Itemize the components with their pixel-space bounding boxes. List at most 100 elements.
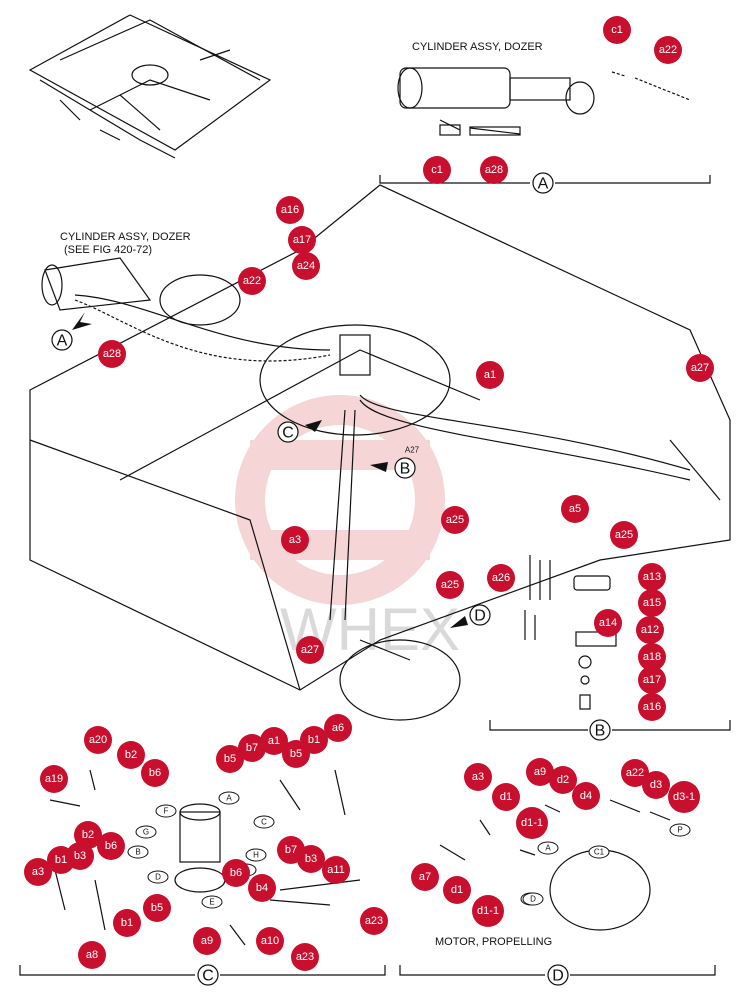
callout-label: b5 [151, 902, 163, 914]
tag-oval [588, 845, 610, 859]
callout-label: a7 [419, 871, 431, 883]
callout-d1: d1 [492, 783, 520, 811]
arrow-d [450, 616, 468, 628]
tag-A: A [218, 791, 240, 805]
callout-bubble [74, 821, 102, 849]
callout-bubble [654, 36, 682, 64]
tag-oval [201, 895, 223, 909]
callout-bubble [222, 859, 250, 887]
tag-oval [147, 870, 169, 884]
callout-label: c1 [431, 164, 443, 176]
main-cylinder-caption: CYLINDER ASSY, DOZER [60, 231, 191, 243]
callout-label: a27 [691, 362, 709, 374]
tag-B: B [127, 845, 149, 859]
callout-bubble [549, 766, 577, 794]
callout-bubble [360, 907, 388, 935]
callout-label: d1-1 [521, 817, 543, 829]
tag-C1: C1 [588, 845, 610, 859]
callout-bubble [464, 763, 492, 791]
callout-bubble [443, 876, 471, 904]
callout-d1: d1 [443, 876, 471, 904]
a27-text: A27 [405, 446, 420, 455]
callout-a20: a20 [84, 726, 112, 754]
tag-oval [135, 825, 157, 839]
arrow-c [305, 420, 322, 432]
callout-d3-1: d3-1 [668, 781, 700, 813]
callout-label: d3-1 [673, 791, 695, 803]
callout-label: a1 [268, 735, 280, 747]
small-tag-group: AFGEDHCABBC1EPD [127, 791, 691, 909]
callout-label: a27 [301, 644, 319, 656]
callout-label: b7 [246, 742, 258, 754]
detail-a-letter: A [538, 176, 549, 193]
tag-oval [245, 848, 267, 862]
detail-a-drawing [397, 67, 691, 136]
detail-c-letter: C [202, 968, 214, 985]
callout-bubble [638, 693, 666, 721]
tag-label: G [143, 828, 149, 837]
callout-bubble [516, 807, 548, 839]
callout-label: a25 [615, 529, 633, 541]
callout-bubble [561, 495, 589, 523]
callout-label: b6 [149, 767, 161, 779]
tag-H: H [245, 848, 267, 862]
callout-b4: b4 [248, 874, 276, 902]
callout-d2: d2 [549, 766, 577, 794]
callout-label: a18 [643, 651, 661, 663]
callout-label: a16 [281, 204, 299, 216]
detail-c-marker [197, 964, 219, 986]
callout-bubble [288, 226, 316, 254]
callout-bubble [472, 895, 504, 927]
callout-bubble [113, 909, 141, 937]
tag-oval [522, 892, 544, 906]
callout-a9: a9 [193, 927, 221, 955]
detail-c-drawing [49, 769, 361, 946]
callout-a25: a25 [436, 571, 464, 599]
callout-bubble [526, 758, 554, 786]
callout-label: a25 [446, 514, 464, 526]
callout-bubble [291, 943, 319, 971]
callout-a19: a19 [40, 765, 68, 793]
callout-a24: a24 [292, 252, 320, 280]
callout-c1: c1 [423, 156, 451, 184]
callout-label: b3 [74, 850, 86, 862]
callout-a17: a17 [288, 226, 316, 254]
callout-bubble [238, 267, 266, 295]
callout-bubble [686, 354, 714, 382]
callout-a16: a16 [638, 693, 666, 721]
callout-b6: b6 [222, 859, 250, 887]
callout-bubble [476, 361, 504, 389]
callout-a15: a15 [638, 589, 666, 617]
tag-F: F [155, 804, 177, 818]
callout-label: a6 [332, 722, 344, 734]
callout-a12: a12 [636, 616, 664, 644]
callout-b5: b5 [143, 894, 171, 922]
tag-oval [155, 804, 177, 818]
callout-bubble [193, 927, 221, 955]
callout-a22: a22 [654, 36, 682, 64]
callout-bubble [436, 571, 464, 599]
callout-a27: a27 [686, 354, 714, 382]
detail-a-marker [532, 172, 554, 194]
callout-label: a9 [534, 766, 546, 778]
callout-bubble [621, 759, 649, 787]
callout-a11: a11 [322, 856, 350, 884]
tag-label: C [261, 818, 267, 827]
detail-d-letter: D [552, 968, 564, 985]
callout-b6: b6 [141, 759, 169, 787]
callout-a25: a25 [441, 506, 469, 534]
main-cylinder-figure-ref: (SEE FIG 420-72) [64, 244, 152, 256]
callout-a28: a28 [480, 156, 508, 184]
callout-bubble [638, 589, 666, 617]
callout-label: a16 [643, 701, 661, 713]
callout-label: a20 [89, 734, 107, 746]
callout-bubble [296, 636, 324, 664]
callout-a16: a16 [276, 196, 304, 224]
callout-a17: a17 [638, 666, 666, 694]
detail-d-bracket [399, 965, 716, 976]
top-cylinder-caption: CYLINDER ASSY, DOZER [412, 41, 543, 53]
callout-label: a1 [484, 369, 496, 381]
callout-bubble [117, 741, 145, 769]
callout-label: a9 [201, 935, 213, 947]
